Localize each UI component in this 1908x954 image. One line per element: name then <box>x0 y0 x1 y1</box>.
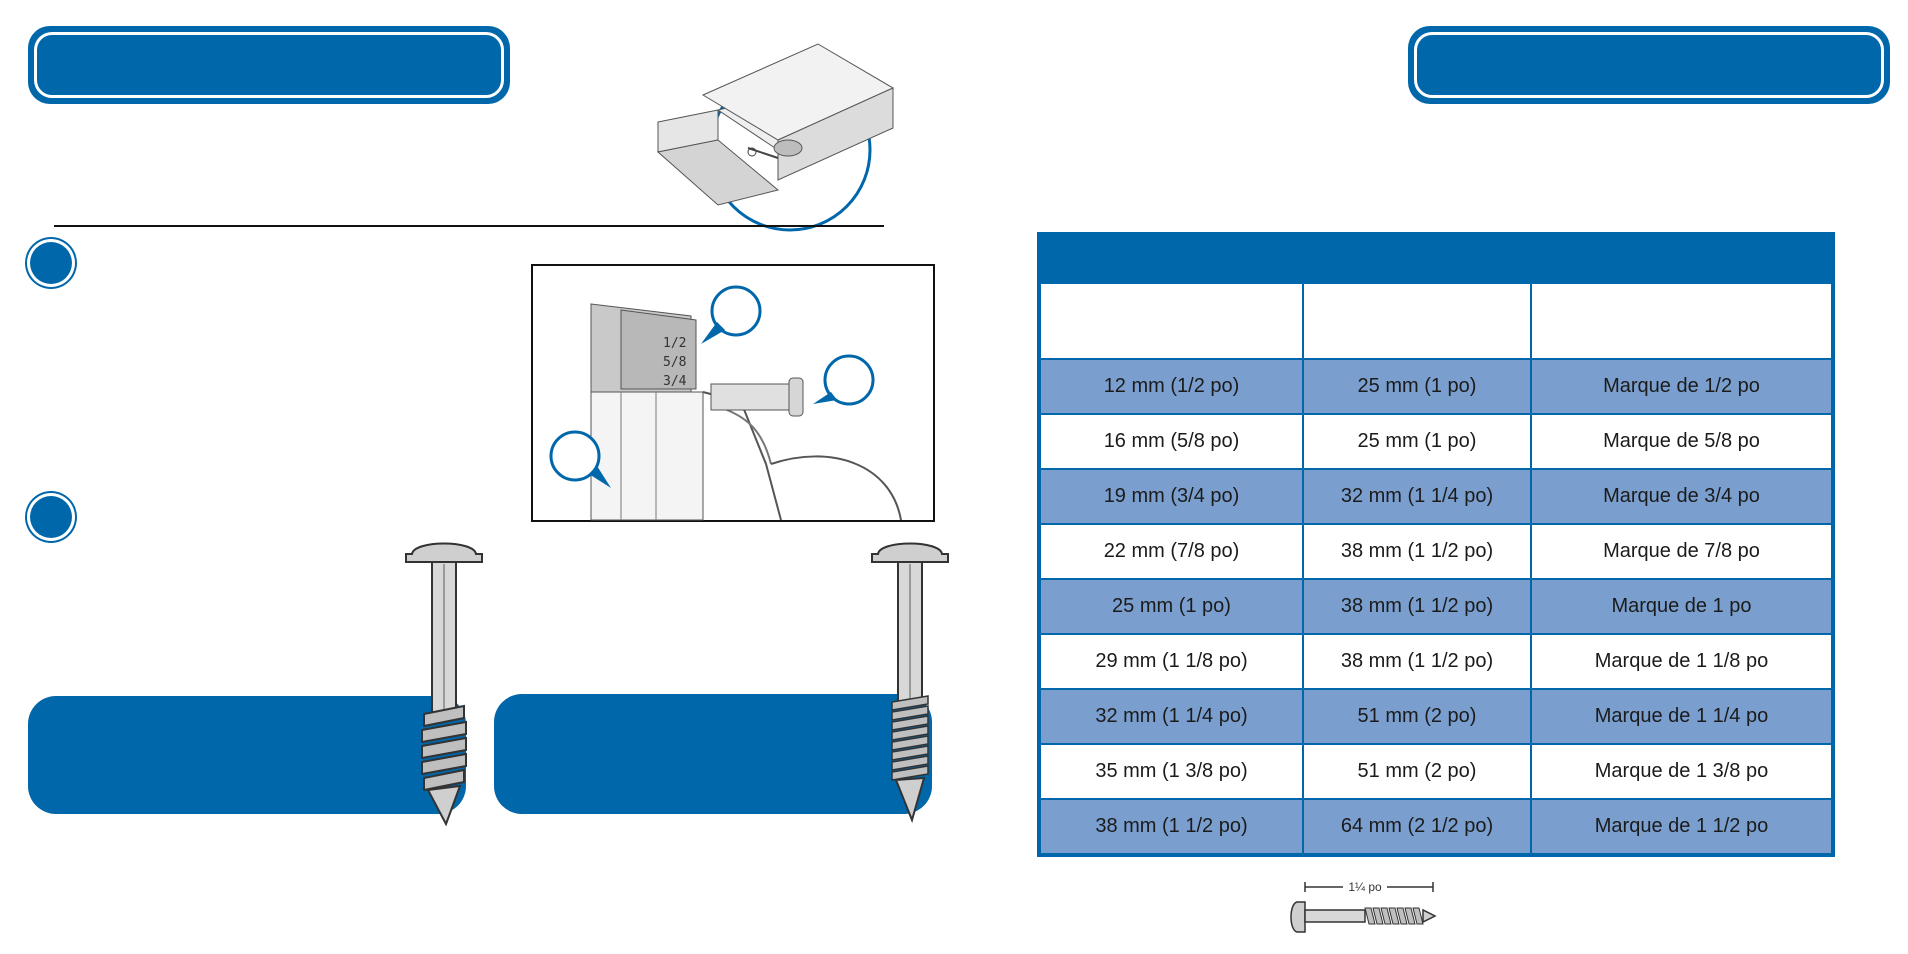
table-cell-thickness: 22 mm (7/8 po) <box>1039 523 1304 580</box>
table-cell-thickness: 25 mm (1 po) <box>1039 578 1304 635</box>
table-cell-setting: Marque de 1 1/4 po <box>1530 688 1833 745</box>
left-header-banner <box>28 26 510 104</box>
table-cell-setting: Marque de 1 1/2 po <box>1530 798 1833 855</box>
pocket-joint-illustration <box>656 43 895 232</box>
table-cell-setting: Marque de 1 1/8 po <box>1530 633 1833 690</box>
screw-length-label: 1¼ po <box>1348 880 1382 894</box>
coarse-thread-screw-icon <box>405 542 483 827</box>
section-divider <box>54 225 884 227</box>
table-cell-setting: Marque de 5/8 po <box>1530 413 1833 470</box>
table-cell-screw-length: 38 mm (1 1/2 po) <box>1302 578 1532 635</box>
table-cell-screw-length: 38 mm (1 1/2 po) <box>1302 633 1532 690</box>
table-row: 16 mm (5/8 po) 25 mm (1 po) Marque de 5/… <box>1039 413 1833 470</box>
table-cell-thickness: 35 mm (1 3/8 po) <box>1039 743 1304 800</box>
table-title-bar <box>1039 234 1833 282</box>
table-cell-screw-length: 25 mm (1 po) <box>1302 358 1532 415</box>
table-cell-thickness: 19 mm (3/4 po) <box>1039 468 1304 525</box>
table-cell-screw-length: 51 mm (2 po) <box>1302 688 1532 745</box>
table-cell-setting: Marque de 3/4 po <box>1530 468 1833 525</box>
step-2-marker <box>30 496 72 538</box>
table-cell-screw-length: 32 mm (1 1/4 po) <box>1302 468 1532 525</box>
table-row: 19 mm (3/4 po) 32 mm (1 1/4 po) Marque d… <box>1039 468 1833 525</box>
table-header-row <box>1039 282 1833 360</box>
gauge-mark-three-quarters: 3/4 <box>663 374 687 389</box>
table-row: 25 mm (1 po) 38 mm (1 1/2 po) Marque de … <box>1039 578 1833 635</box>
left-header-banner-border <box>34 32 504 98</box>
table-cell-screw-length: 64 mm (2 1/2 po) <box>1302 798 1532 855</box>
step-1-marker <box>30 242 72 284</box>
table-header-cell <box>1530 282 1833 360</box>
screw-length-dimension: 1¼ po <box>1290 880 1437 933</box>
gauge-mark-five-eighths: 5/8 <box>663 355 686 370</box>
table-cell-screw-length: 51 mm (2 po) <box>1302 743 1532 800</box>
table-header-cell <box>1039 282 1304 360</box>
table-row: 22 mm (7/8 po) 38 mm (1 1/2 po) Marque d… <box>1039 523 1833 580</box>
table-cell-thickness: 12 mm (1/2 po) <box>1039 358 1304 415</box>
fine-thread-screw-icon <box>871 542 949 824</box>
table-cell-setting: Marque de 1 3/8 po <box>1530 743 1833 800</box>
table-row: 32 mm (1 1/4 po) 51 mm (2 po) Marque de … <box>1039 688 1833 745</box>
table-cell-setting: Marque de 1/2 po <box>1530 358 1833 415</box>
table-row: 38 mm (1 1/2 po) 64 mm (2 1/2 po) Marque… <box>1039 798 1833 855</box>
table-cell-setting: Marque de 7/8 po <box>1530 523 1833 580</box>
gauge-mark-half: 1/2 <box>663 336 686 351</box>
info-box-left <box>28 696 466 814</box>
right-header-banner <box>1408 26 1890 104</box>
table-cell-setting: Marque de 1 po <box>1530 578 1833 635</box>
table-row: 12 mm (1/2 po) 25 mm (1 po) Marque de 1/… <box>1039 358 1833 415</box>
table-cell-screw-length: 38 mm (1 1/2 po) <box>1302 523 1532 580</box>
screw-selection-table: 12 mm (1/2 po) 25 mm (1 po) Marque de 1/… <box>1037 232 1835 857</box>
screw-table-grid: 12 mm (1/2 po) 25 mm (1 po) Marque de 1/… <box>1039 282 1833 855</box>
table-header-cell <box>1302 282 1532 360</box>
table-cell-thickness: 29 mm (1 1/8 po) <box>1039 633 1304 690</box>
table-cell-thickness: 38 mm (1 1/2 po) <box>1039 798 1304 855</box>
drill-guide-detail-diagram: 1/2 5/8 3/4 <box>531 264 935 522</box>
table-row: 29 mm (1 1/8 po) 38 mm (1 1/2 po) Marque… <box>1039 633 1833 690</box>
right-header-banner-border <box>1414 32 1884 98</box>
info-box-right <box>494 694 932 814</box>
table-cell-thickness: 16 mm (5/8 po) <box>1039 413 1304 470</box>
table-cell-screw-length: 25 mm (1 po) <box>1302 413 1532 470</box>
table-row: 35 mm (1 3/8 po) 51 mm (2 po) Marque de … <box>1039 743 1833 800</box>
table-cell-thickness: 32 mm (1 1/4 po) <box>1039 688 1304 745</box>
